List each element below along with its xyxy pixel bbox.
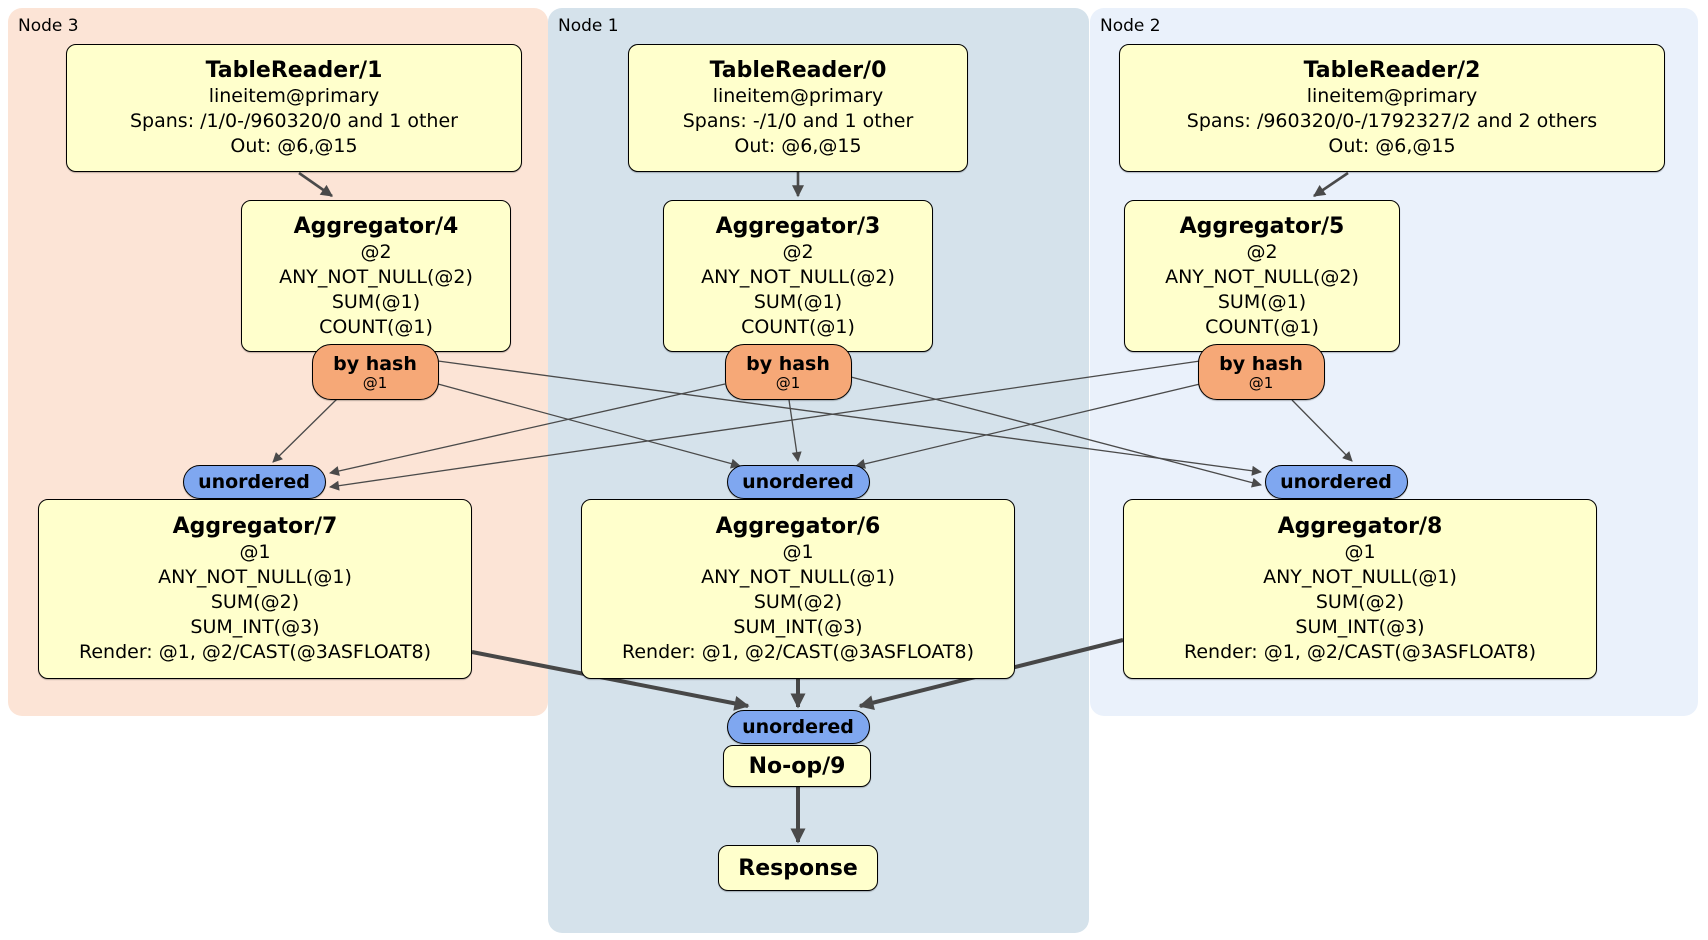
router-byhash-1: by hash@1	[724, 344, 852, 400]
pill-label-byhash-2: by hash	[1219, 352, 1303, 375]
pill-sublabel-byhash-1: @1	[775, 373, 801, 392]
node-detail-line: lineitem@primary	[208, 85, 380, 107]
pill-label-unordered-final: unordered	[742, 716, 854, 738]
node-detail-line: COUNT(@1)	[741, 315, 855, 338]
node-detail-line: @2	[1246, 240, 1278, 263]
pill-label-unordered-3: unordered	[198, 471, 310, 493]
node-detail-line: Render: @1, @2/CAST(@3ASFLOAT8)	[622, 641, 974, 663]
edge-byhash-3-to-unordered-1	[437, 383, 741, 469]
node-detail-line: COUNT(@1)	[319, 315, 433, 338]
node-detail-line: Out: @6,@15	[230, 135, 358, 157]
node-title-tablereader-2: TableReader/2	[1303, 58, 1481, 83]
pill-sublabel-byhash-2: @1	[1248, 373, 1274, 392]
node-detail-line: lineitem@primary	[1306, 85, 1478, 107]
router-unordered-1: unordered	[726, 465, 870, 499]
pill-label-byhash-1: by hash	[746, 352, 830, 375]
node-detail-line: @2	[782, 240, 814, 263]
region-label-node1: Node 1	[558, 16, 619, 36]
node-detail-line: Out: @6,@15	[1328, 135, 1456, 157]
node-title-aggregator-5: Aggregator/5	[1179, 213, 1345, 239]
node-detail-line: SUM(@2)	[210, 591, 300, 613]
node-detail-line: SUM(@1)	[331, 290, 421, 313]
node-detail-line: Render: @1, @2/CAST(@3ASFLOAT8)	[1184, 641, 1536, 663]
node-detail-line: @1	[1344, 541, 1376, 563]
pill-label-unordered-1: unordered	[742, 471, 854, 493]
edge-byhash-2-to-unordered-1	[855, 383, 1201, 469]
node-title-tablereader-0: TableReader/0	[709, 58, 887, 83]
pill-label-byhash-3: by hash	[333, 352, 417, 375]
node-detail-line: SUM(@1)	[753, 290, 843, 313]
node-detail-line: SUM_INT(@3)	[190, 616, 320, 638]
node-detail-line: COUNT(@1)	[1205, 315, 1319, 338]
node-detail-line: SUM(@2)	[1315, 591, 1405, 613]
router-byhash-2: by hash@1	[1197, 344, 1325, 400]
edge-tablereader-1-to-aggregator-4	[298, 171, 333, 198]
node-detail-line: Spans: -/1/0 and 1 other	[682, 110, 914, 132]
node-detail-line: SUM_INT(@3)	[733, 616, 863, 638]
node-title-aggregator-6: Aggregator/6	[715, 514, 881, 539]
pill-label-unordered-2: unordered	[1280, 471, 1392, 493]
node-detail-line: ANY_NOT_NULL(@1)	[701, 566, 895, 588]
node-detail-line: SUM(@1)	[1217, 290, 1307, 313]
node-title-aggregator-7: Aggregator/7	[172, 514, 338, 539]
edge-byhash-3-to-unordered-3	[272, 397, 339, 463]
node-title-tablereader-1: TableReader/1	[205, 58, 383, 83]
node-title-response: Response	[738, 855, 858, 881]
pill-sublabel-byhash-3: @1	[362, 373, 388, 392]
node-detail-line: Spans: /960320/0-/1792327/2 and 2 others	[1186, 110, 1598, 132]
node-detail-line: ANY_NOT_NULL(@1)	[1263, 566, 1457, 588]
node-detail-line: Spans: /1/0-/960320/0 and 1 other	[130, 110, 458, 132]
node-detail-line: ANY_NOT_NULL(@2)	[701, 265, 895, 288]
plan-node-response: Response	[718, 845, 878, 891]
edge-tablereader-2-to-aggregator-5	[1313, 171, 1349, 198]
edge-byhash-3-to-unordered-2	[437, 360, 1262, 476]
region-label-node3: Node 3	[18, 16, 79, 36]
node-title-noop-9: No-op/9	[748, 753, 846, 779]
node-detail-line: @2	[360, 240, 392, 263]
node-detail-line: SUM_INT(@3)	[1295, 616, 1425, 638]
node-title-aggregator-3: Aggregator/3	[715, 213, 881, 239]
node-detail-line: lineitem@primary	[712, 85, 884, 107]
edge-byhash-1-to-unordered-2	[850, 376, 1262, 488]
node-detail-line: Render: @1, @2/CAST(@3ASFLOAT8)	[79, 641, 431, 663]
node-detail-line: Out: @6,@15	[734, 135, 862, 157]
router-unordered-final: unordered	[726, 710, 870, 744]
edge-byhash-1-to-unordered-3	[329, 383, 726, 476]
node-detail-line: ANY_NOT_NULL(@2)	[1165, 265, 1359, 288]
node-detail-line: @1	[782, 541, 814, 563]
region-label-node2: Node 2	[1100, 16, 1161, 36]
edge-aggregator-7-to-unordered-final	[471, 650, 750, 711]
node-title-aggregator-8: Aggregator/8	[1277, 514, 1443, 539]
edge-byhash-2-to-unordered-3	[329, 360, 1201, 491]
router-byhash-3: by hash@1	[311, 344, 439, 400]
plan-node-noop-9: No-op/9	[723, 745, 871, 787]
node-detail-line: ANY_NOT_NULL(@1)	[158, 566, 352, 588]
node-detail-line: @1	[239, 541, 271, 563]
edge-byhash-1-to-unordered-1	[788, 399, 802, 462]
node-title-aggregator-4: Aggregator/4	[293, 213, 459, 239]
edge-byhash-2-to-unordered-2	[1291, 399, 1353, 462]
node-detail-line: ANY_NOT_NULL(@2)	[279, 265, 473, 288]
router-unordered-3: unordered	[182, 465, 326, 499]
node-detail-line: SUM(@2)	[753, 591, 843, 613]
router-unordered-2: unordered	[1264, 465, 1408, 499]
